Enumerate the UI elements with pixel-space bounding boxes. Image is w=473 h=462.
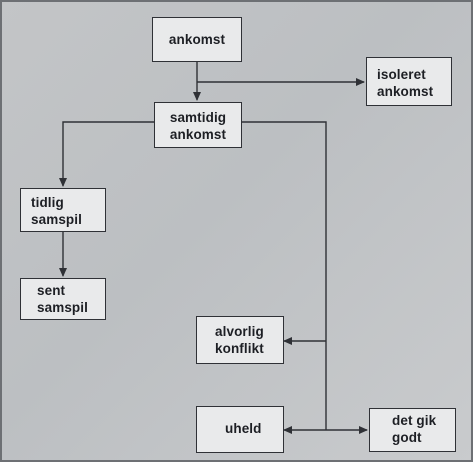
node-tidlig-samspil: tidlig samspil xyxy=(20,188,106,232)
node-isoleret-ankomst: isoleret ankomst xyxy=(366,57,452,106)
node-tidlig-line-1: tidlig xyxy=(31,195,64,210)
node-sent-line-1: sent xyxy=(37,283,66,298)
node-alvorlig-line-1: alvorlig xyxy=(215,324,264,339)
node-isoleret-line-2: ankomst xyxy=(377,84,434,99)
line-samtidig-right xyxy=(242,121,327,430)
node-sent-samspil: sent samspil xyxy=(20,278,106,320)
node-det-gik-godt: det gik godt xyxy=(369,408,456,452)
node-tidlig-line-2: samspil xyxy=(31,212,82,227)
node-alvorlig-konflikt: alvorlig konflikt xyxy=(196,316,284,364)
node-alvorlig-line-2: konflikt xyxy=(215,341,264,356)
node-uheld-line-1: uheld xyxy=(225,421,262,436)
node-samtidig-line-2: ankomst xyxy=(169,127,227,142)
node-samtidig-line-1: samtidig xyxy=(169,110,227,125)
node-gik-line-1: det gik xyxy=(392,413,437,428)
node-gik-line-2: godt xyxy=(392,430,422,445)
node-ankomst-line-1: ankomst xyxy=(168,32,226,47)
node-samtidig-ankomst: samtidig ankomst xyxy=(154,102,242,148)
node-sent-line-2: samspil xyxy=(37,300,88,315)
node-uheld: uheld xyxy=(196,406,284,453)
node-ankomst: ankomst xyxy=(152,17,242,62)
arrow-samtidig-to-tidlig xyxy=(59,121,154,187)
node-isoleret-line-1: isoleret xyxy=(377,67,426,82)
